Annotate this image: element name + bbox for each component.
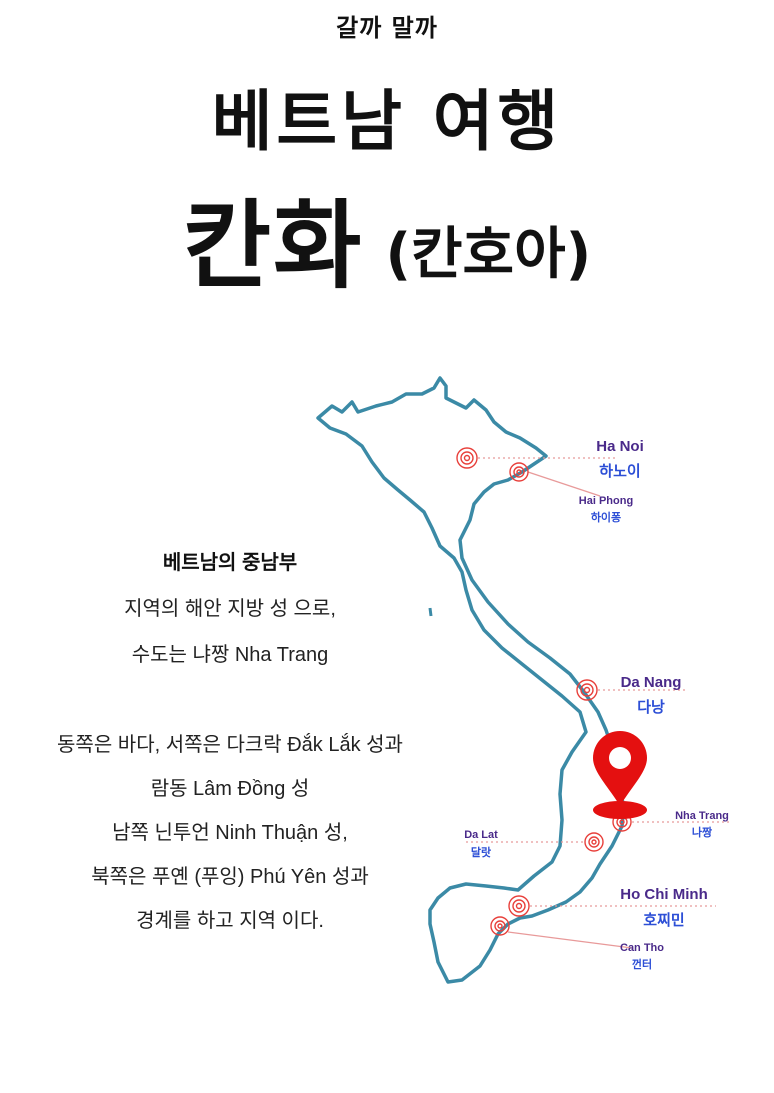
hanoi-marker: [456, 447, 478, 469]
island-mark: [428, 607, 433, 617]
desc-line-7: 북쪽은 푸옌 (푸잉) Phú Yên 성과: [91, 866, 369, 888]
label-cantho-en: Can Tho: [620, 942, 664, 954]
desc-line-5: 람동 Lâm Đồng 성: [150, 778, 310, 800]
label-hcm-ko: 호찌민: [643, 911, 684, 929]
desc-line-1: 베트남의 중남부: [162, 552, 298, 574]
title-main: 칸화: [182, 190, 364, 302]
vietnam-outline: [316, 376, 626, 984]
label-dalat-en: Da Lat: [464, 829, 498, 841]
subtitle: 갈까 말까: [336, 14, 438, 42]
desc-line-4: 동쪽은 바다, 서쪽은 다크락 Đắk Lắk 성과: [57, 734, 403, 756]
location-pin-icon: [593, 731, 647, 819]
desc-line-2: 지역의 해안 지방 성 으로,: [124, 598, 336, 620]
label-haiphong-en: Hai Phong: [579, 495, 633, 507]
cantho-marker: [490, 916, 510, 936]
dalat-marker: [584, 832, 604, 852]
danang-marker: [576, 679, 598, 701]
label-danang-en: Da Nang: [621, 674, 682, 691]
haiphong-marker: [509, 462, 529, 482]
label-cantho-ko: 껀터: [632, 957, 652, 971]
desc-line-8: 경계를 하고 지역 이다.: [136, 910, 324, 932]
desc-line-6: 남쪽 닌투언 Ninh Thuận 성,: [112, 822, 348, 844]
label-hanoi-ko: 하노이: [599, 462, 640, 480]
vietnam-map: Ha Noi 하노이 Hai Phong 하이퐁 Da Nang 다낭 Nha …: [316, 376, 730, 984]
label-haiphong-ko: 하이퐁: [591, 510, 621, 524]
title-paren: (칸호아): [385, 222, 592, 287]
label-hcm-en: Ho Chi Minh: [620, 886, 707, 903]
label-nhatrang-ko: 나짱: [692, 825, 712, 839]
label-danang-ko: 다낭: [637, 698, 665, 716]
label-dalat-ko: 달랏: [471, 846, 491, 859]
haiphong-leader: [527, 471, 601, 497]
hcm-marker: [508, 895, 530, 917]
desc-line-3: 수도는 냐짱 Nha Trang: [131, 644, 329, 666]
label-nhatrang-en: Nha Trang: [675, 810, 729, 822]
cantho-leader: [507, 931, 633, 949]
title-line-2: 칸화 (칸호아): [0, 168, 774, 307]
label-hanoi-en: Ha Noi: [596, 438, 644, 455]
title-line-1: 베트남 여행: [211, 83, 563, 160]
